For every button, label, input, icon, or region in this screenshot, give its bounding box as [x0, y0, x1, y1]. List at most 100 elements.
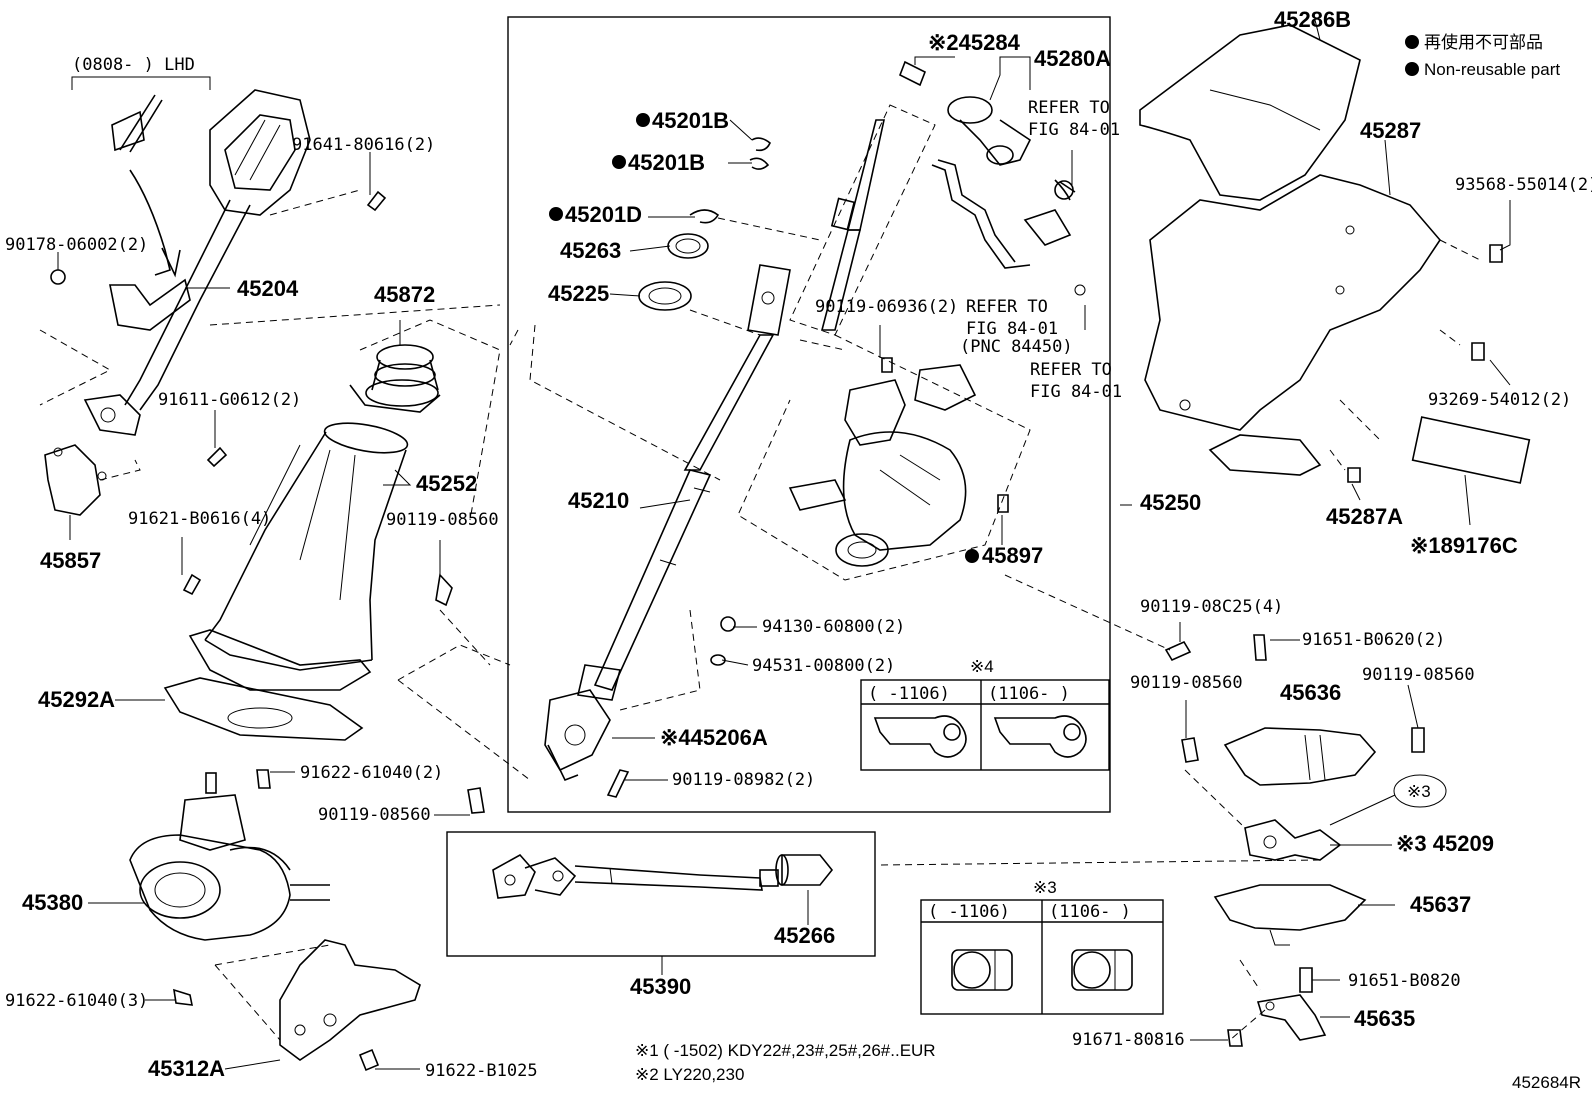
snap-ring-45201B-1	[751, 137, 771, 152]
cover-45636	[1223, 727, 1377, 786]
label-90119-08C25: 90119-08C25(4)	[1140, 597, 1283, 617]
inset-3-col1: ( -1106)	[928, 902, 1010, 922]
leader-lines	[57, 19, 1511, 1070]
label-45209-mark: ※3	[1407, 782, 1431, 801]
label-90178: 90178-06002(2)	[5, 235, 148, 255]
label-45897: 45897	[982, 543, 1043, 568]
label-91622-B1025: 91622-B1025	[425, 1061, 538, 1081]
bearing-45225	[638, 281, 692, 311]
label-45287: 45287	[1360, 118, 1421, 143]
label-89176C: ※189176C	[1410, 533, 1518, 558]
bolt-93269	[1471, 342, 1485, 361]
label-45280A: 45280A	[1034, 46, 1111, 71]
label-91622-61040-2: 91622-61040(2)	[300, 763, 443, 783]
ref-2a: REFER TO	[966, 297, 1048, 317]
label-91621: 91621-B0616(4)	[128, 509, 271, 529]
washer-94531	[710, 654, 726, 666]
retainer-45263	[667, 233, 709, 259]
snap-ring-45201D	[689, 209, 720, 224]
nonreusable-dot-45201D	[549, 207, 563, 221]
steering-shaft-45210	[593, 119, 885, 691]
inset-3-mark: ※3	[1033, 878, 1057, 897]
snap-ring-45201B-2	[749, 157, 770, 170]
label-45872: 45872	[374, 282, 435, 307]
label-45292A: 45292A	[38, 687, 115, 712]
label-90119-08560-a: 90119-08560	[386, 510, 499, 530]
legend-dot	[1405, 35, 1419, 49]
legend-line2: Non-reusable part	[1424, 60, 1560, 79]
bolt-91671	[1227, 1029, 1243, 1047]
sensor-45280A	[898, 60, 1086, 296]
clip-45287A	[1347, 467, 1361, 483]
bolt-90119-08560-c	[1181, 737, 1199, 763]
label-45201B-2: 45201B	[628, 150, 705, 175]
column-assembly-frame	[507, 16, 1111, 813]
screw-45897	[997, 494, 1009, 513]
label-91611: 91611-G0612(2)	[158, 390, 301, 410]
footnote-2: ※2 LY220,230	[635, 1065, 744, 1084]
label-91622-61040-3: 91622-61040(3)	[5, 991, 148, 1011]
bolt-90119-08560-a	[435, 573, 453, 607]
ref-1b: FIG 84-01	[1028, 120, 1120, 140]
label-45250: 45250	[1140, 490, 1201, 515]
label-89176C	[1411, 416, 1531, 484]
legend-dot	[1405, 62, 1419, 76]
label-45204: 45204	[237, 276, 299, 301]
bolt-91651-B0820	[1299, 967, 1313, 993]
inset-3-col2: (1106- )	[1049, 902, 1131, 922]
label-45380: 45380	[22, 890, 83, 915]
label-45210: 45210	[568, 488, 629, 513]
cover-45637	[1213, 884, 1367, 946]
diagram-id: 452684R	[1512, 1073, 1581, 1092]
inset-4-col2: (1106- )	[988, 684, 1070, 704]
nonreusable-dot-45201B-2	[612, 155, 626, 169]
label-90119-08560-c: 90119-08560	[1130, 673, 1243, 693]
lock-body-45250	[788, 364, 977, 567]
cover-45252	[204, 422, 409, 671]
label-45263: 45263	[560, 238, 621, 263]
footnote-1: ※1 ( -1502) KDY22#,23#,25#,26#..EUR	[635, 1041, 936, 1060]
label-90119-06936: 90119-06936(2)	[815, 297, 958, 317]
label-93568: 93568-55014(2)	[1455, 175, 1592, 195]
bushing-45266	[775, 854, 834, 886]
variant-note: (0808- ) LHD	[72, 55, 195, 75]
bolt-91651-B0620	[1253, 634, 1267, 661]
label-45287A: 45287A	[1326, 504, 1403, 529]
intermediate-shaft-45390	[492, 853, 779, 899]
label-45284: ※245284	[928, 30, 1021, 55]
bracket-45857	[44, 444, 141, 516]
inset-variant-4: ※4 ( -1106) (1106- )	[860, 657, 1110, 771]
label-45225: 45225	[548, 281, 609, 306]
gear-housing-45380	[129, 772, 330, 941]
bolt-91622-B1025	[358, 1048, 380, 1072]
legend-line1: 再使用不可部品	[1424, 32, 1543, 52]
bolt-90119-08560-b	[467, 787, 485, 814]
label-45390: 45390	[630, 974, 691, 999]
label-45286B: 45286B	[1274, 7, 1351, 32]
bolt-90119-08982	[606, 769, 630, 798]
bolt-90119-06936	[881, 357, 893, 373]
inset-4-col1: ( -1106)	[868, 684, 950, 704]
bolt-91641	[366, 190, 387, 212]
bolt-91622-61040-2	[256, 769, 271, 789]
nonreusable-dot-45201B-1	[636, 113, 650, 127]
bolt-93568	[1489, 244, 1503, 263]
boot-45872	[349, 344, 441, 413]
label-94130: 94130-60800(2)	[762, 617, 905, 637]
label-45635: 45635	[1354, 1006, 1415, 1031]
label-45206A: ※445206A	[660, 725, 768, 750]
bolt-91622-61040-3	[173, 988, 194, 1006]
label-90119-08982: 90119-08982(2)	[672, 770, 815, 790]
label-45209: ※3 45209	[1396, 831, 1494, 856]
label-45312A: 45312A	[148, 1056, 225, 1081]
inset-variant-3: ※3 ( -1106) (1106- )	[920, 878, 1164, 1015]
gasket-45292A	[163, 629, 372, 741]
bolt-90119-08560-d	[1411, 727, 1425, 753]
bolt-91621	[182, 573, 202, 596]
ref-2b: FIG 84-01	[966, 319, 1058, 339]
label-45266: 45266	[774, 923, 835, 948]
ref-3b: FIG 84-01	[1030, 382, 1122, 402]
nut-94130	[720, 616, 736, 632]
label-45636: 45636	[1280, 680, 1341, 705]
